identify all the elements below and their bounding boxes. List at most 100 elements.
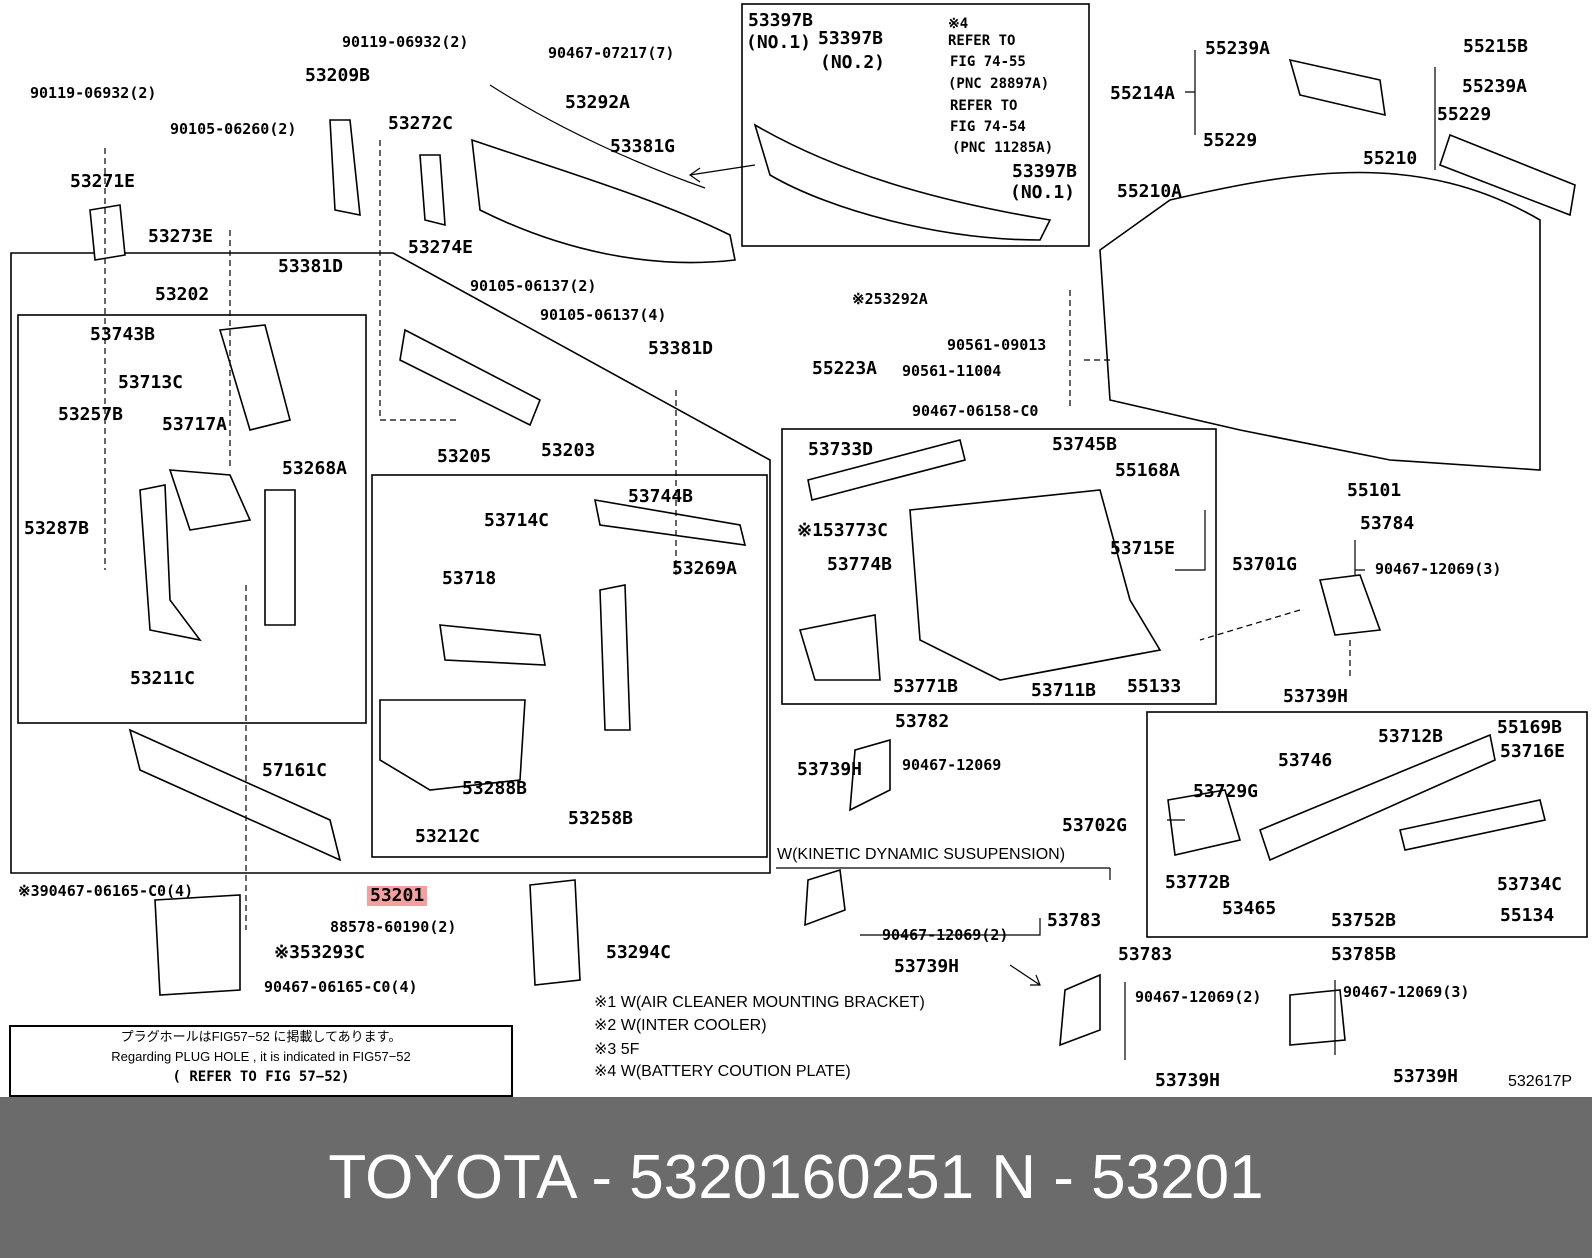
label-53733d: 53733D [808, 439, 874, 460]
label-53201-highlighted: 53201 [367, 886, 428, 906]
label-55168a: 55168A [1115, 460, 1181, 481]
label-90467-12069-2a: 90467-12069(2) [882, 926, 1009, 944]
footnote-4: ※4 W(BATTERY COUTION PLATE) [594, 1063, 851, 1080]
label-kinetic: W(KINETIC DYNAMIC SUSUPENSION) [777, 846, 1066, 863]
label-53293c: ※353293C [274, 942, 365, 963]
label-55214a: 55214A [1110, 83, 1176, 104]
label-53744b: 53744B [628, 486, 694, 507]
footnote-1: ※1 W(AIR CLEANER MOUNTING BRACKET) [594, 994, 925, 1011]
part-53718-shape [439, 624, 546, 666]
part-53785b-shape [1289, 989, 1346, 1046]
label-53752b: 53752B [1331, 910, 1397, 931]
label-53784: 53784 [1360, 513, 1415, 534]
parts-diagram: 90119-06932(2) 90467-07217(7) 53209B 901… [9, 3, 1588, 1097]
part-number-footer: TOYOTA - 5320160251 N - 53201 [0, 1097, 1592, 1258]
label-53717a: 53717A [162, 414, 228, 435]
part-57161c-shape [128, 728, 342, 862]
label-88578-60190-2: 88578-60190(2) [330, 918, 457, 936]
label-55229-a: 55229 [1203, 130, 1258, 151]
label-55223a: 55223A [812, 358, 878, 379]
label-53465: 53465 [1222, 898, 1277, 919]
label-53273e: 53273E [148, 226, 214, 247]
label-55133: 55133 [1127, 676, 1182, 697]
label-no1-b: (NO.1) [1010, 182, 1076, 203]
label-53729g: 53729G [1193, 781, 1259, 802]
label-pnc28897a: (PNC 28897A) [948, 76, 1050, 92]
label-53715e: 53715E [1110, 538, 1176, 559]
label-no2: (NO.2) [820, 52, 886, 73]
part-53783-a-shape [804, 868, 846, 927]
part-53205-shape [399, 328, 542, 427]
label-90119-06932-2a: 90119-06932(2) [342, 33, 469, 51]
label-53713c: 53713C [118, 372, 184, 393]
label-53785b: 53785B [1331, 944, 1397, 965]
label-53712b: 53712B [1378, 726, 1444, 747]
label-53739h-a: 53739H [1283, 686, 1349, 707]
label-53714c: 53714C [484, 510, 550, 531]
part-53711b-shape [909, 489, 1162, 681]
part-53784-shape [1318, 574, 1382, 636]
label-ref4: ※4 [948, 16, 969, 32]
part-53734c-shape [1399, 799, 1546, 851]
label-90467-12069-2b: 90467-12069(2) [1135, 988, 1262, 1006]
label-53739h-d: 53739H [1155, 1070, 1221, 1091]
label-55239a-b: 55239A [1462, 76, 1528, 97]
part-53294c-shape [529, 879, 581, 986]
part-53717a-b-shape [168, 469, 252, 531]
label-53212c: 53212C [415, 826, 481, 847]
label-53397b-1a: 53397B [748, 10, 814, 31]
label-53743b: 53743B [90, 324, 156, 345]
label-refer-to-1: REFER TO [948, 33, 1016, 49]
note-line-1: プラグホールはFIG57−52 に掲載してあります。 [120, 1029, 402, 1044]
label-53782: 53782 [895, 711, 950, 732]
label-53774b: 53774B [827, 554, 893, 575]
part-cover-shape [753, 123, 1052, 241]
label-55134: 55134 [1500, 905, 1555, 926]
label-55210a: 55210A [1117, 181, 1183, 202]
group-box-53292a [741, 3, 1090, 247]
arrow-left [688, 164, 756, 183]
label-53202: 53202 [155, 284, 210, 305]
label-53292a-2: ※253292A [852, 290, 928, 308]
label-53288b: 53288B [462, 778, 528, 799]
part-53269a-shape [599, 584, 631, 731]
group-box-53702g [1146, 711, 1588, 938]
label-55101: 55101 [1347, 480, 1402, 501]
label-90467-12069: 90467-12069 [902, 756, 1002, 774]
part-53211c-shape [139, 484, 202, 642]
label-53287b: 53287B [24, 518, 90, 539]
part-55214a-shape [1288, 58, 1386, 117]
part-53212c-shape [379, 699, 526, 791]
part-53772b-shape [1167, 789, 1242, 856]
label-53211c: 53211C [130, 668, 196, 689]
label-53702g: 53702G [1062, 815, 1128, 836]
label-53739h-b: 53739H [797, 759, 863, 780]
label-53203: 53203 [541, 440, 596, 461]
label-90467-12069-3b: 90467-12069(3) [1343, 983, 1470, 1001]
label-53258b: 53258B [568, 808, 634, 829]
label-53773c: ※153773C [797, 520, 888, 541]
part-53733d-shape [807, 439, 966, 501]
label-53745b: 53745B [1052, 434, 1118, 455]
label-53397b-2: 53397B [818, 28, 884, 49]
label-53269a: 53269A [672, 558, 738, 579]
label-53274e: 53274E [408, 237, 474, 258]
label-53711b: 53711B [1031, 680, 1097, 701]
label-53397b-1b: 53397B [1012, 161, 1078, 182]
part-55215b-shape [1438, 133, 1576, 217]
part-55101-shape [1099, 171, 1541, 471]
label-90561-11004: 90561-11004 [902, 362, 1002, 380]
label-55239a-a: 55239A [1205, 38, 1271, 59]
label-53292a: 53292A [565, 92, 631, 113]
label-90561-09013: 90561-09013 [947, 336, 1047, 354]
label-53718: 53718 [442, 568, 497, 589]
label-55169b: 55169B [1497, 717, 1563, 738]
label-53734c: 53734C [1497, 874, 1563, 895]
label-90105-06137-4: 90105-06137(4) [540, 306, 667, 324]
label-refer-to-2: REFER TO [950, 98, 1018, 114]
label-53739h-e: 53739H [1393, 1066, 1459, 1087]
arrow-down-right [1009, 964, 1041, 986]
note-line-2: Regarding PLUG HOLE , it is indicated in… [111, 1049, 411, 1064]
label-90105-06137-2: 90105-06137(2) [470, 277, 597, 295]
plug-hole-note: プラグホールはFIG57−52 に掲載してあります。 Regarding PLU… [9, 1025, 513, 1097]
